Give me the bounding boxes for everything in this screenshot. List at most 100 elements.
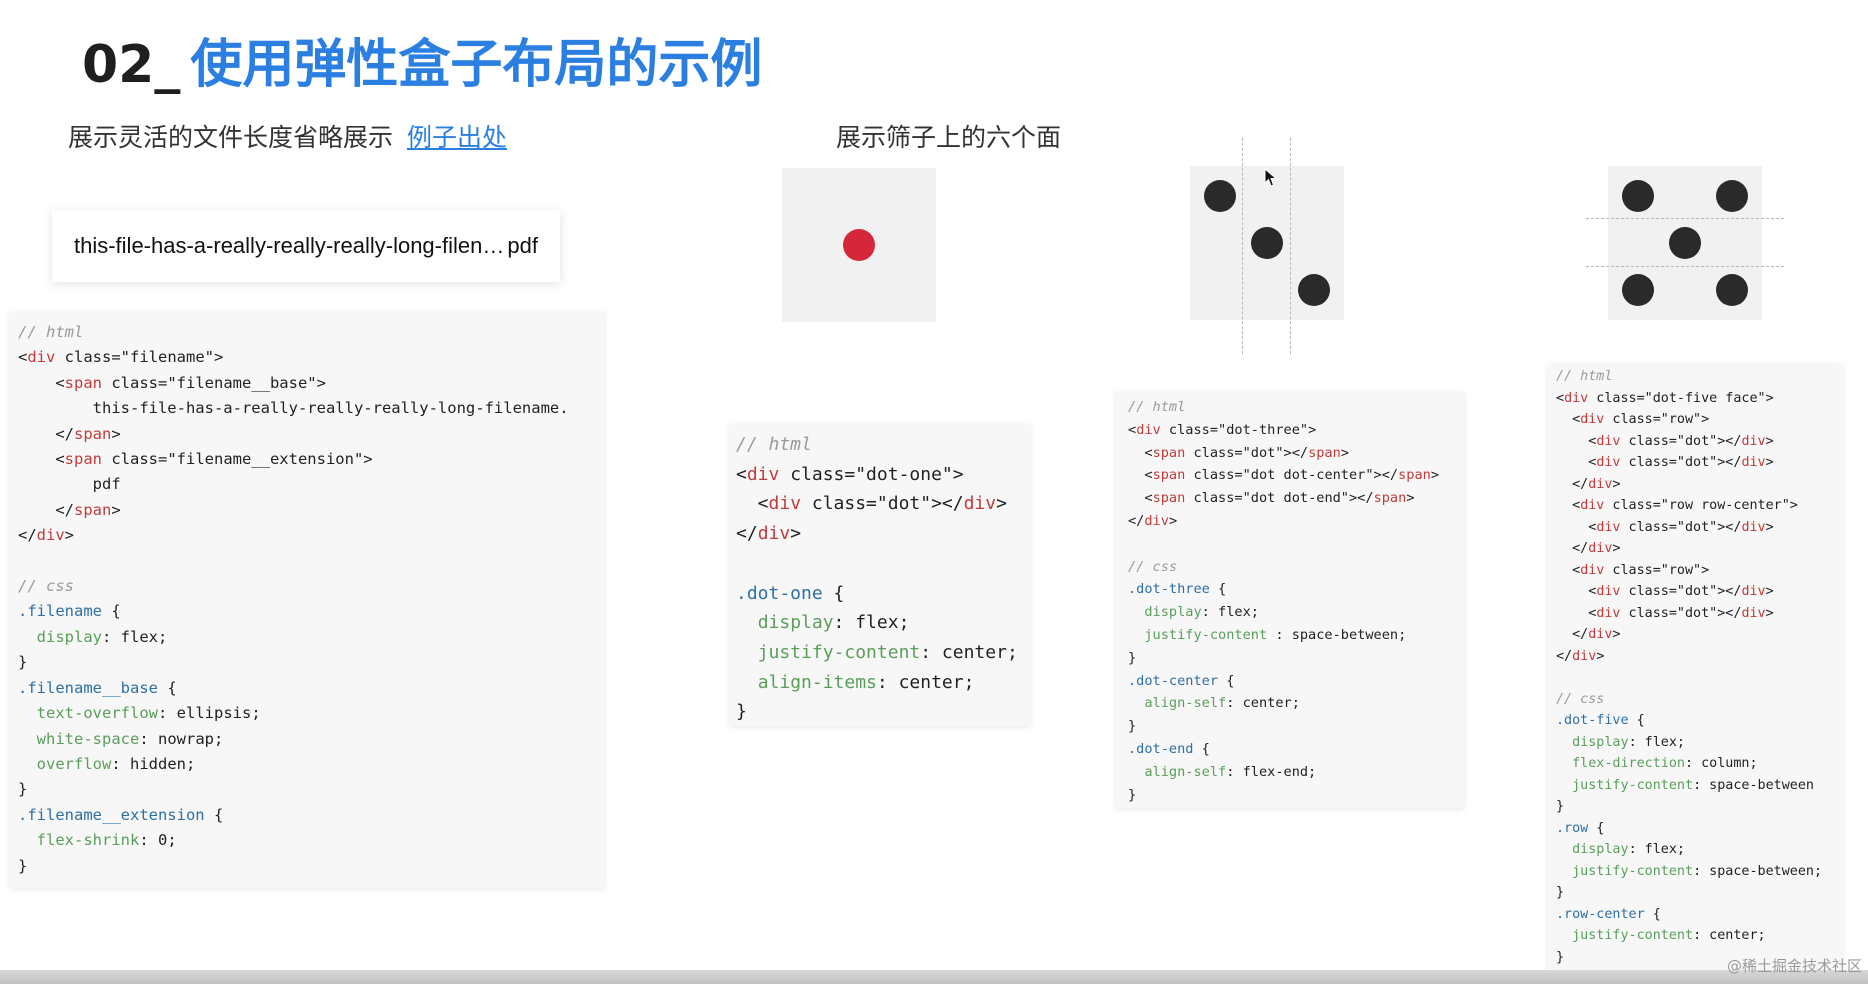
example-source-link[interactable]: 例子出处 bbox=[407, 123, 508, 152]
filename-base: this-file-has-a-really-really-really-lon… bbox=[74, 233, 508, 258]
code-line: <span class="filename__base"> bbox=[18, 373, 326, 392]
code-line: </div> bbox=[1556, 541, 1621, 556]
dice-dot bbox=[1716, 274, 1748, 306]
code-line: // html bbox=[18, 323, 84, 341]
code-line bbox=[1128, 533, 1452, 556]
code-line: this-file-has-a-really-really-really-lon… bbox=[18, 399, 569, 418]
code-line: // html bbox=[1128, 399, 1186, 415]
code-line: <span class="filename__extension"> bbox=[18, 450, 373, 469]
code-line: justify-content: center; bbox=[1572, 928, 1766, 943]
code-line: } bbox=[1556, 799, 1565, 814]
code-line: } bbox=[18, 780, 28, 799]
code-line: .dot-three { bbox=[1128, 581, 1227, 598]
code-line: </div> bbox=[1556, 627, 1621, 642]
dice-face-three bbox=[1190, 166, 1344, 320]
code-line bbox=[736, 549, 1024, 579]
code-line: align-self: flex-end; bbox=[1144, 763, 1317, 780]
code-line: .row-center { bbox=[1556, 906, 1661, 922]
code-line: <div class="dot"></div> bbox=[1556, 519, 1774, 535]
code-block-dot-one: // html<div class="dot-one"> <div class=… bbox=[730, 424, 1030, 726]
code-line: </div> bbox=[736, 523, 802, 545]
dice-dot-center bbox=[1669, 227, 1701, 259]
dice-face-five bbox=[1608, 166, 1762, 320]
code-line: .dot-one { bbox=[736, 582, 845, 604]
code-line: <span class="dot dot-end"></span> bbox=[1128, 490, 1415, 507]
code-line: justify-content: space-between bbox=[1572, 777, 1814, 793]
code-line: </div> bbox=[1556, 476, 1621, 492]
code-line: // css bbox=[1556, 691, 1605, 707]
code-line: <div class="dot"></div> bbox=[1556, 584, 1774, 599]
code-line: flex-shrink: 0; bbox=[36, 831, 177, 850]
code-line: justify-content: center; bbox=[757, 641, 1018, 663]
code-line: <div class="row"> bbox=[1556, 412, 1710, 427]
code-line bbox=[1556, 667, 1834, 689]
dice-face-one bbox=[782, 168, 936, 322]
code-line: } bbox=[18, 856, 28, 875]
code-line: display: flex; bbox=[757, 612, 910, 634]
code-line: display: flex; bbox=[1572, 842, 1685, 857]
slide-title: 02_使用弹性盒子布局的示例 bbox=[82, 22, 762, 97]
dice-dot-center bbox=[1251, 227, 1283, 259]
code-line: } bbox=[1128, 786, 1137, 803]
code-line: .filename { bbox=[18, 602, 121, 621]
code-line: <div class="dot"></div> bbox=[1556, 605, 1774, 621]
code-line: white-space: nowrap; bbox=[36, 729, 224, 748]
code-line: // html bbox=[1556, 369, 1613, 384]
code-line: <div class="dot-one"> bbox=[736, 463, 964, 485]
title-text: 使用弹性盒子布局的示例 bbox=[190, 35, 763, 95]
code-line: justify-content : space-between; bbox=[1144, 626, 1407, 643]
bottom-bar bbox=[0, 970, 1868, 984]
code-line: <div class="dot"></div> bbox=[1556, 433, 1774, 449]
code-line: text-overflow: ellipsis; bbox=[36, 704, 261, 723]
right-subtitle: 展示筛子上的六个面 bbox=[836, 123, 1062, 152]
code-line: </span> bbox=[18, 424, 121, 443]
code-line: <div class="dot"></div> bbox=[736, 493, 1007, 515]
code-block-dot-three: // html <div class="dot-three"> <span cla… bbox=[1116, 392, 1464, 808]
watermark: @稀土掘金技术社区 bbox=[1726, 957, 1862, 975]
left-subtitle: 展示灵活的文件长度省略展示例子出处 bbox=[68, 118, 507, 154]
filename-extension: pdf bbox=[507, 233, 538, 258]
code-line: // css bbox=[1128, 558, 1178, 575]
left-subtitle-text: 展示灵活的文件长度省略展示 bbox=[68, 123, 394, 152]
dice-dot-end bbox=[1298, 274, 1330, 306]
guide-line bbox=[1586, 218, 1784, 219]
code-line: } bbox=[1556, 885, 1565, 900]
dice-dot bbox=[1204, 180, 1236, 212]
code-line: <div class="dot-five face"> bbox=[1556, 390, 1774, 406]
code-line: .filename__extension { bbox=[18, 805, 224, 824]
code-line: flex-direction: column; bbox=[1572, 756, 1758, 771]
code-line: // css bbox=[18, 577, 74, 596]
code-line: justify-content: space-between; bbox=[1572, 863, 1823, 879]
dice-dot bbox=[1622, 274, 1654, 306]
code-line: </div> bbox=[18, 526, 75, 545]
code-line: } bbox=[18, 653, 28, 672]
code-line: <div class="row row-center"> bbox=[1556, 498, 1798, 513]
code-line: } bbox=[736, 701, 747, 723]
code-line: } bbox=[1556, 949, 1565, 965]
code-line: <div class="filename"> bbox=[18, 348, 224, 367]
code-line: </div> bbox=[1128, 512, 1178, 529]
code-line: <div class="dot"></div> bbox=[1556, 455, 1774, 470]
code-line: </div> bbox=[1556, 648, 1605, 664]
code-line: align-self: center; bbox=[1144, 695, 1300, 712]
code-line: .dot-five { bbox=[1556, 713, 1645, 728]
code-line: .row { bbox=[1556, 820, 1605, 836]
code-line: display: flex; bbox=[1144, 604, 1259, 621]
code-line: } bbox=[1128, 649, 1137, 666]
code-line: .filename__base { bbox=[18, 678, 177, 697]
code-line: .dot-end { bbox=[1128, 740, 1210, 757]
title-number: 02_ bbox=[82, 35, 181, 95]
dice-dot bbox=[1716, 180, 1748, 212]
code-line: align-items: center; bbox=[757, 671, 975, 693]
code-line: <span class="dot dot-center"></span> bbox=[1128, 467, 1440, 484]
mouse-pointer-icon bbox=[1264, 168, 1278, 187]
code-line: <span class="dot"></span> bbox=[1128, 444, 1350, 461]
code-line: overflow: hidden; bbox=[36, 754, 196, 773]
code-block-dot-five: // html <div class="dot-five face"> <div … bbox=[1548, 364, 1842, 984]
code-line: display: flex; bbox=[1572, 734, 1685, 750]
guide-line bbox=[1290, 138, 1291, 354]
filename-demo: this-file-has-a-really-really-really-lon… bbox=[52, 210, 560, 282]
code-block-filename: // html <div class="filename"> <span clas… bbox=[10, 312, 604, 888]
code-line: <div class="dot-three"> bbox=[1128, 421, 1317, 438]
